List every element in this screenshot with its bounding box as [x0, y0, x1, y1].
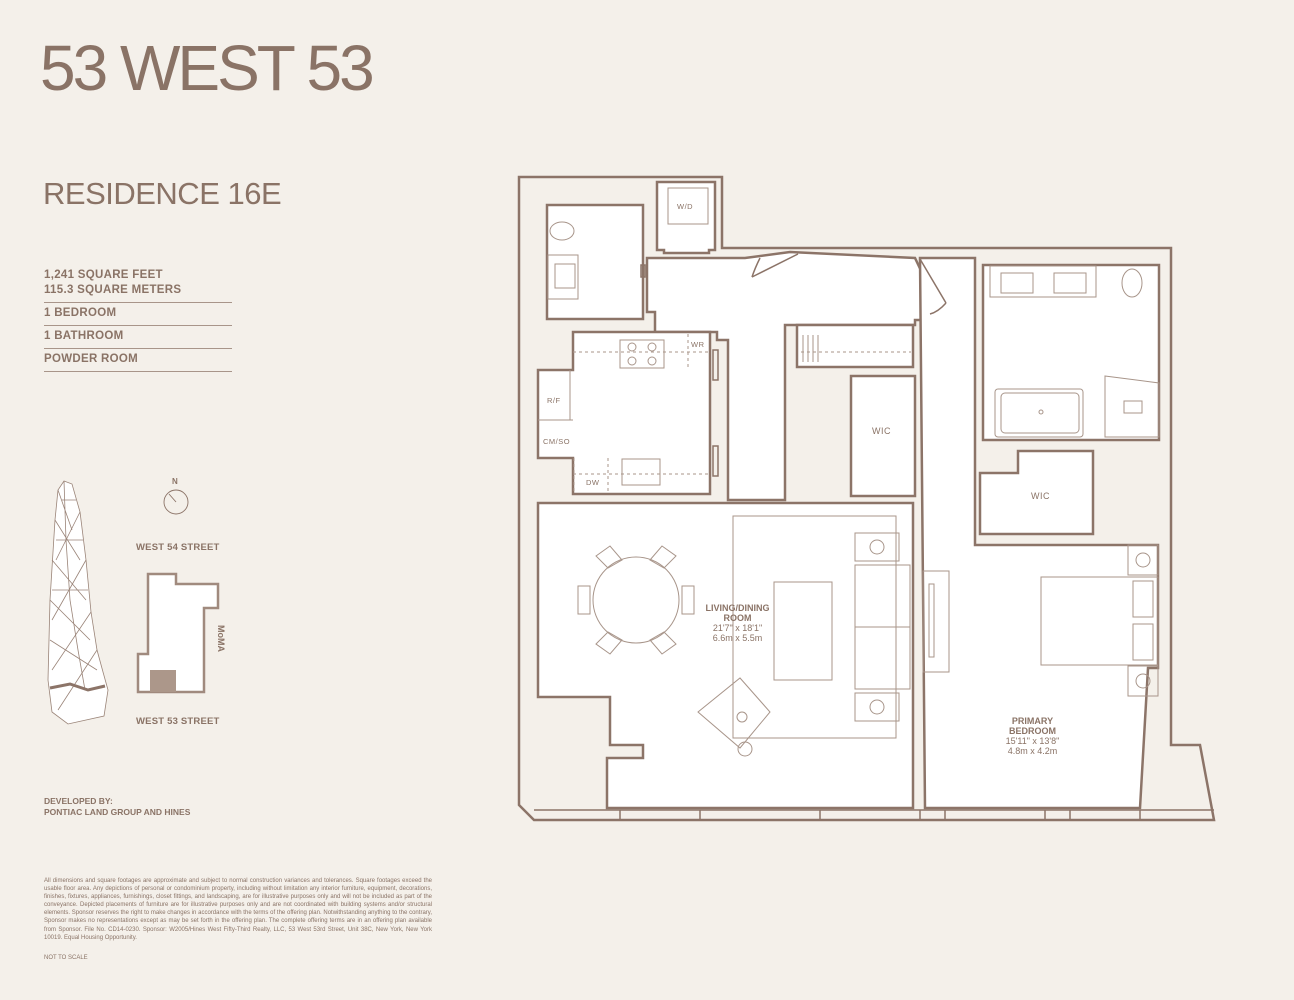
building-tower-icon [47, 480, 109, 725]
living-dining-room [536, 501, 915, 810]
street-south-label: WEST 53 STREET [136, 716, 220, 727]
developer-name: PONTIAC LAND GROUP AND HINES [44, 807, 191, 817]
developer-credit: DEVELOPED BY: PONTIAC LAND GROUP AND HIN… [44, 796, 190, 818]
foyer [645, 250, 937, 502]
primary-bedroom-label: PRIMARY BEDROOM 15'11" x 13'8" 4.8m x 4.… [985, 716, 1080, 756]
street-north-label: WEST 54 STREET [136, 542, 220, 553]
not-to-scale-note: NOT TO SCALE [44, 955, 88, 961]
bedroom-dim-imperial: 15'11" x 13'8" [1005, 736, 1060, 746]
brand-title: 53 WEST 53 [40, 32, 375, 104]
walk-in-closet-1-label: WIC [872, 426, 891, 436]
living-dim-imperial: 21'7" x 18'1" [712, 623, 763, 633]
spec-bathrooms: 1 BATHROOM [44, 326, 232, 349]
residence-title: RESIDENCE 16E [43, 176, 282, 211]
coffee-table-icon [773, 581, 833, 681]
washer-dryer-label: W/D [677, 202, 694, 211]
powder-room [545, 203, 645, 321]
linen-closet [795, 323, 915, 369]
legal-disclaimer: All dimensions and square footages are a… [44, 878, 432, 941]
walk-in-closet-2 [978, 449, 1095, 536]
shower-icon [1104, 375, 1160, 438]
rooms [536, 180, 1161, 810]
primary-bathroom [981, 263, 1161, 442]
walk-in-closet-2-label: WIC [1031, 491, 1050, 501]
vanity-icon [547, 254, 579, 300]
doors [640, 253, 947, 477]
north-compass-icon [163, 489, 189, 515]
compass-north-label: N [172, 477, 178, 486]
developer-label: DEVELOPED BY: [44, 796, 113, 806]
bedroom-dim-metric: 4.8m x 4.2m [1007, 746, 1058, 756]
spec-powder-room: POWDER ROOM [44, 349, 232, 372]
window-strip [534, 809, 1214, 821]
walk-in-closet-1 [849, 374, 917, 498]
living-name-2: ROOM [723, 613, 752, 623]
bath-toilet-icon [1121, 268, 1143, 298]
sink-icon [554, 263, 576, 289]
laundry-closet [655, 180, 717, 255]
spec-area: 1,241 SQUARE FEET 115.3 SQUARE METERS [44, 265, 232, 303]
site-footprint [136, 572, 220, 694]
kitchen [536, 330, 712, 496]
unit-location-marker [150, 670, 176, 692]
spec-area-sqft: 1,241 SQUARE FEET [44, 269, 163, 281]
kitchen-sink-icon [621, 458, 661, 486]
toilet-icon [549, 221, 575, 241]
fixtures [538, 187, 1160, 757]
armchair-icon [697, 677, 771, 749]
bed-icon [1040, 576, 1159, 666]
cooktop-icon [619, 339, 665, 369]
coffee-steam-oven-label: CM/SO [543, 437, 571, 446]
side-table-icon [854, 532, 900, 562]
bedroom-name-1: PRIMARY [1011, 716, 1054, 726]
living-dim-metric: 6.6m x 5.5m [712, 633, 763, 643]
refrigerator-label: R/F [547, 396, 561, 405]
nightstand-icon [1127, 544, 1159, 576]
dishwasher-label: DW [586, 478, 600, 487]
tv-console-icon [922, 570, 950, 673]
spec-area-sqm: 115.3 SQUARE METERS [44, 284, 182, 296]
living-name-1: LIVING/DINING [705, 603, 770, 613]
bathtub-icon [994, 388, 1084, 438]
dining-table-icon [592, 556, 680, 644]
wine-refrigerator-label: WR [691, 340, 705, 349]
spec-bedrooms: 1 BEDROOM [44, 303, 232, 326]
bedroom-name-2: BEDROOM [1009, 726, 1056, 736]
specs-list: 1,241 SQUARE FEET 115.3 SQUARE METERS 1 … [44, 265, 232, 372]
washer-dryer-icon [667, 187, 709, 225]
living-dining-label: LIVING/DINING ROOM 21'7" x 18'1" 6.6m x … [690, 603, 785, 643]
